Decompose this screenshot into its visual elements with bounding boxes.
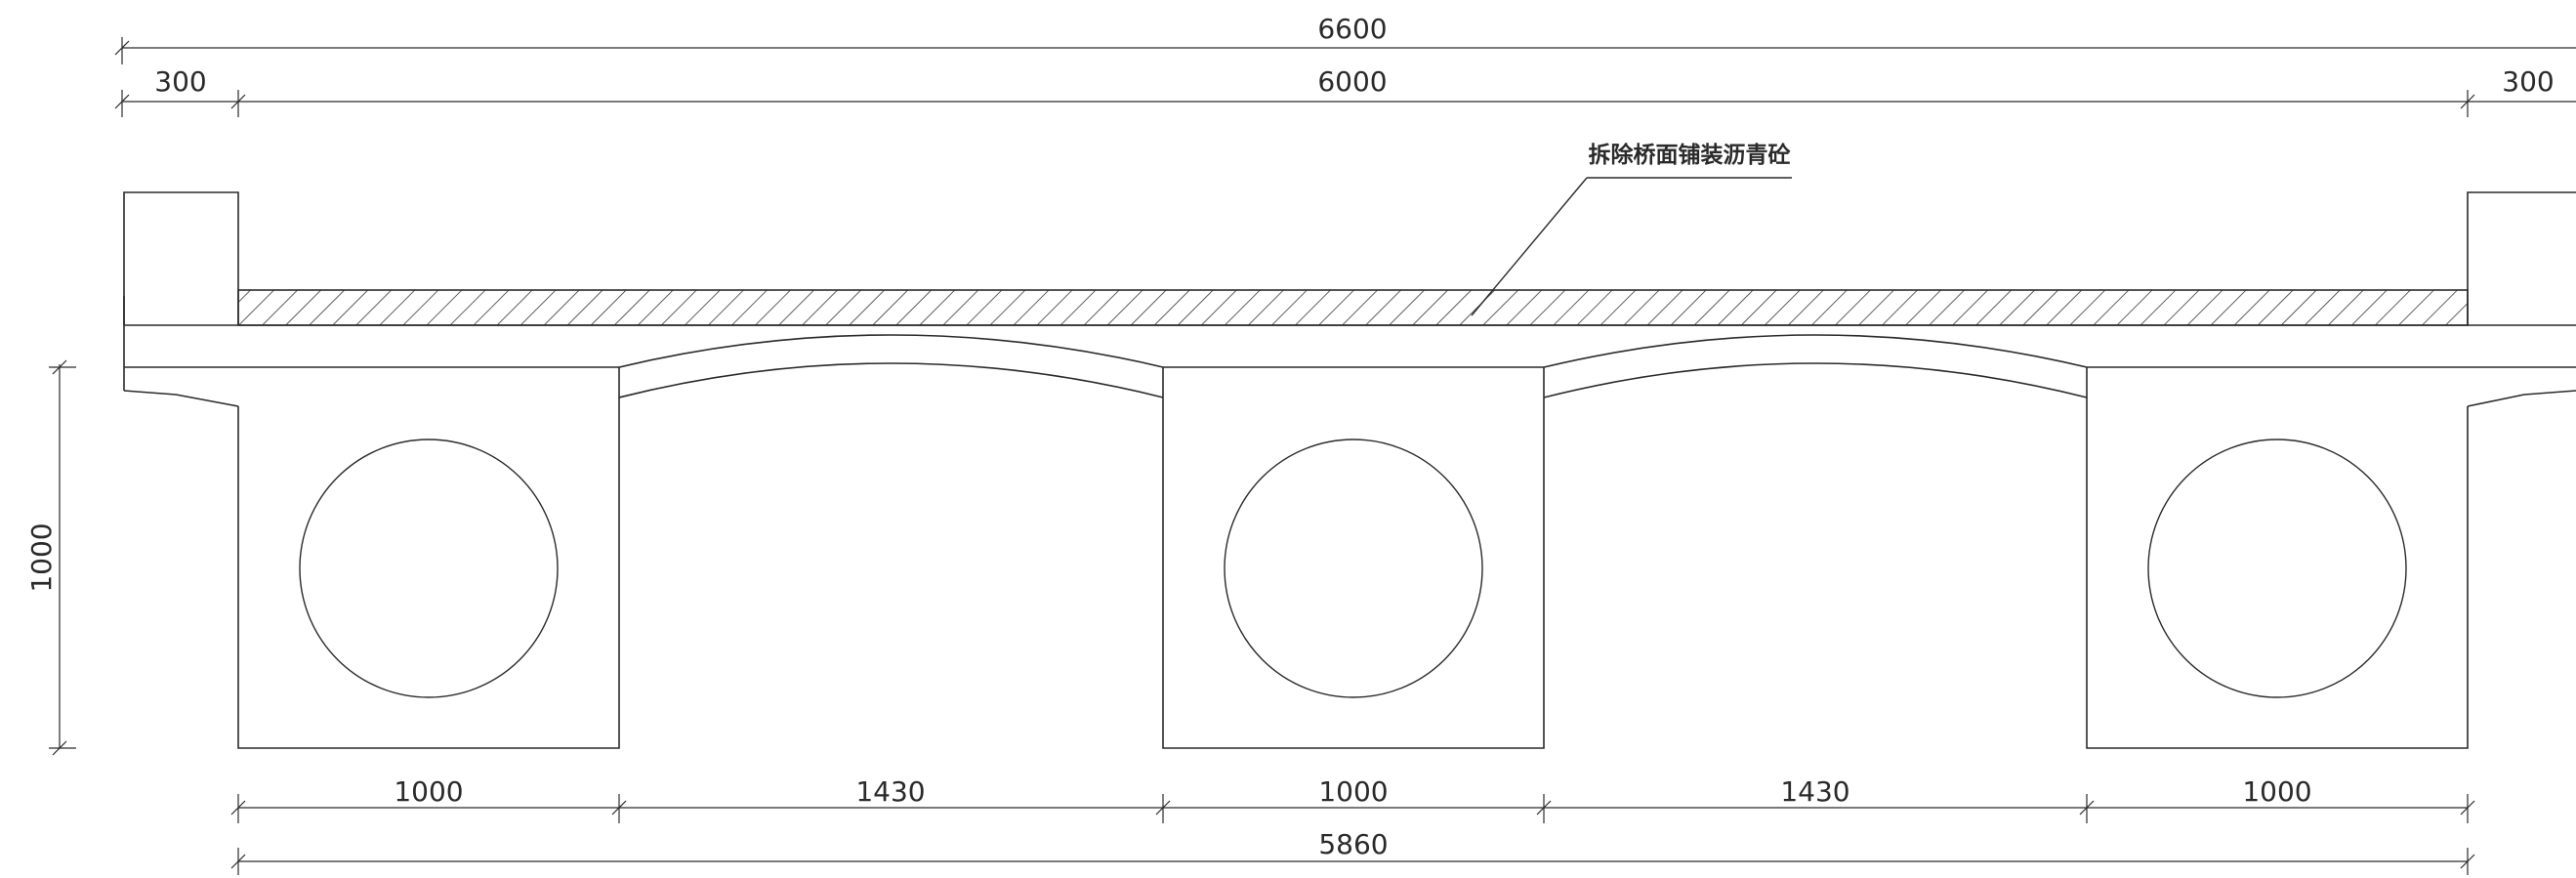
arch-slab-left [618, 334, 1164, 398]
dimension-label-height: 1000 [25, 523, 58, 592]
dimension-label-bottom-total: 5860 [1318, 828, 1388, 860]
arch-slab-right [1543, 334, 2088, 398]
girder-void-left [299, 439, 559, 698]
dimension-label-right-curb: 300 [2502, 65, 2554, 98]
dimension-label-segment-2: 1430 [855, 775, 925, 808]
girder-left [237, 367, 620, 749]
girder-void-middle [1224, 439, 1483, 698]
girder-void-right [2147, 439, 2407, 698]
left-curb [123, 191, 239, 325]
dimension-height-1000: 1000 [25, 359, 76, 756]
asphalt-pavement-layer [237, 289, 2469, 326]
dimension-row-curbs-deck: 300 6000 300 [114, 65, 2576, 117]
dimension-label-left-curb: 300 [154, 65, 206, 98]
annotation-text: 拆除桥面铺装沥青砼 [1589, 142, 1791, 168]
dimension-overall-6600: 6600 [114, 13, 2576, 64]
girder-right [2086, 367, 2469, 749]
girder-middle [1162, 367, 1545, 749]
dimension-label-segment-5: 1000 [2242, 775, 2311, 808]
dimension-bottom-total: 5860 [230, 828, 2475, 875]
dimension-label-segment-1: 1000 [394, 775, 463, 808]
dimension-row-girders: 1000 1430 1000 1430 1000 [230, 775, 2475, 823]
dimension-label-deck: 6000 [1317, 65, 1387, 98]
dimension-label-overall: 6600 [1317, 13, 1387, 45]
dimension-label-segment-4: 1430 [1780, 775, 1849, 808]
dimension-label-segment-3: 1000 [1318, 775, 1388, 808]
right-curb [2467, 191, 2576, 325]
annotation-asphalt-removal: 拆除桥面铺装沥青砼 [1471, 142, 1792, 316]
deck-slab [123, 296, 2576, 407]
